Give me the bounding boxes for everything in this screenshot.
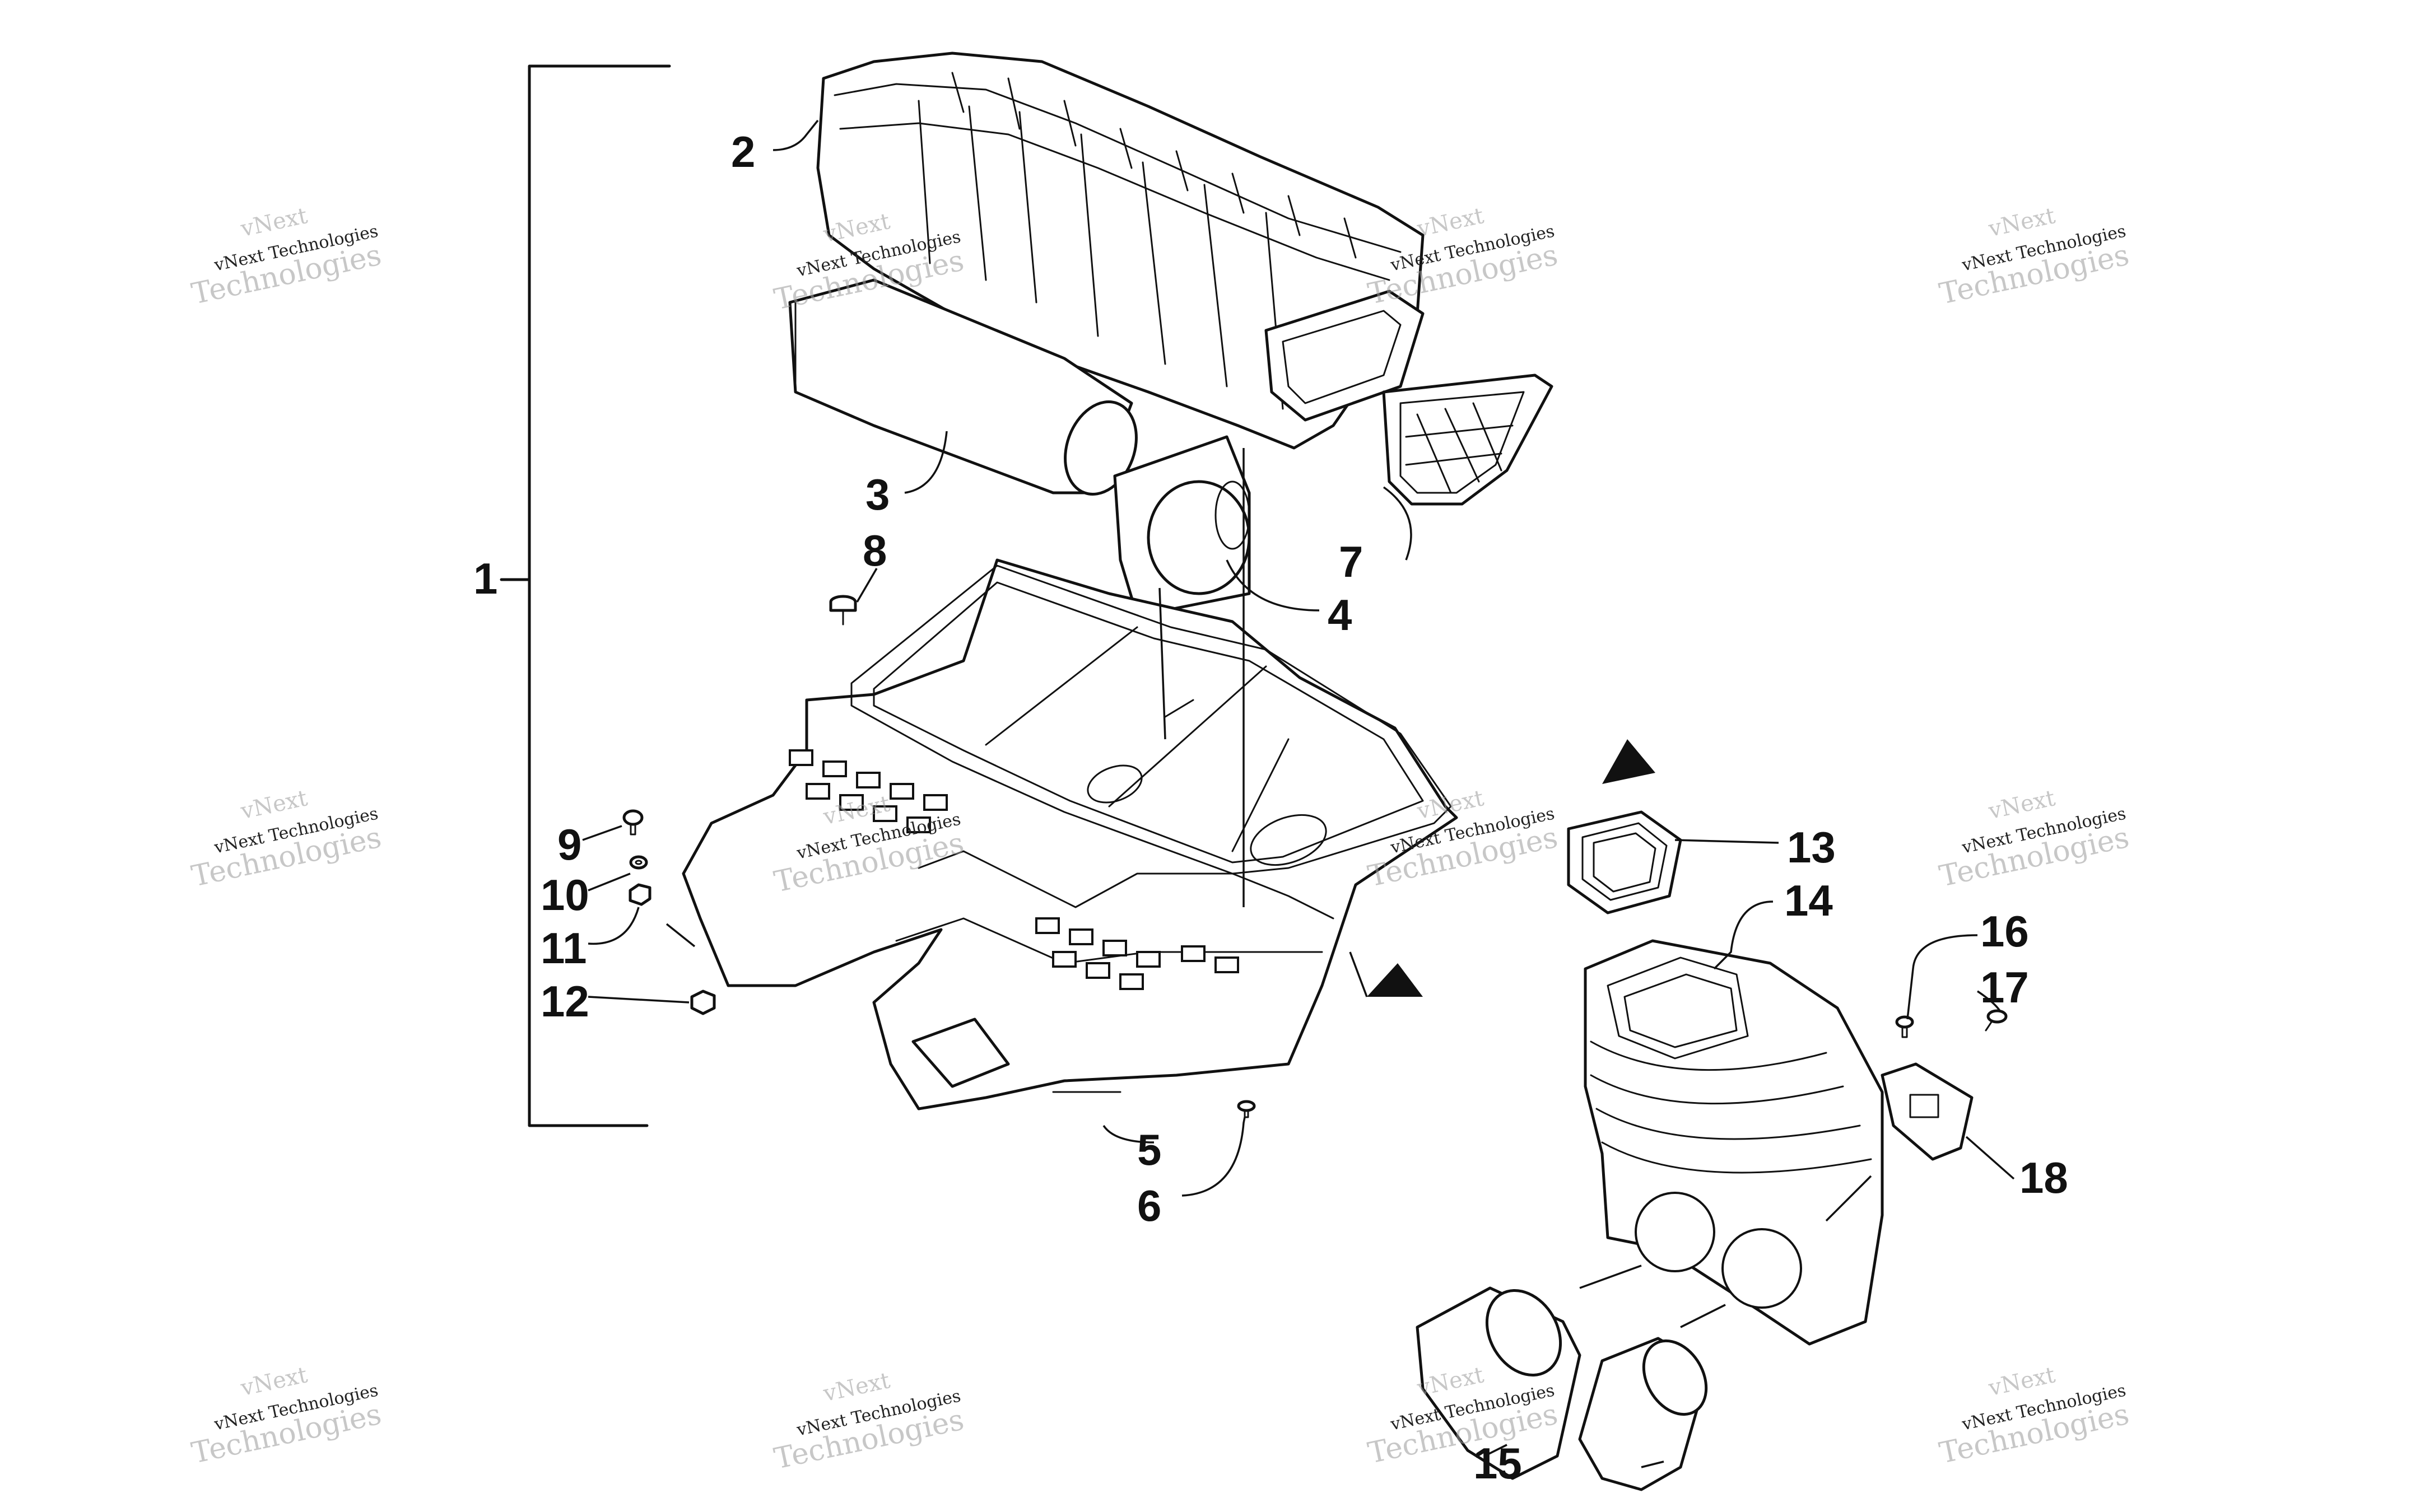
housing-vent-slots — [789, 749, 1239, 990]
watermark-10: vNext vNext Technologies Technologies — [771, 1368, 967, 1476]
leader-lines — [582, 119, 2015, 1468]
svg-text:vNext: vNext — [238, 1362, 310, 1401]
svg-text:vNext: vNext — [1986, 203, 2058, 242]
callout-11: 11 — [541, 923, 587, 973]
intake-boot — [1584, 939, 1884, 1346]
callout-8: 8 — [863, 526, 887, 575]
callout-5: 5 — [1137, 1125, 1161, 1174]
direction-arrow-upper — [1602, 739, 1655, 784]
callout-2: 2 — [731, 127, 755, 176]
watermark-12: vNext vNext Technologies Technologies — [1937, 1362, 2132, 1471]
intake-tube-right — [1578, 1337, 1708, 1491]
fastener-16 — [1895, 1015, 1914, 1038]
svg-text:vNext: vNext — [238, 203, 310, 242]
filter-screen — [1382, 374, 1553, 506]
fastener-nut-12 — [690, 990, 716, 1015]
fastener-nut-11 — [629, 883, 651, 906]
svg-text:vNext: vNext — [1986, 785, 2058, 824]
fastener-screw-9 — [622, 809, 644, 836]
callout-9: 9 — [557, 820, 581, 869]
callout-7: 7 — [1339, 537, 1363, 586]
watermark-5: vNext vNext Technologies Technologies — [189, 785, 384, 894]
direction-arrow-lower — [1349, 951, 1423, 997]
callout-15: 15 — [1473, 1439, 1522, 1488]
callout-labels: 1 2 3 4 5 6 7 8 9 10 11 12 13 14 15 16 1… — [473, 127, 2068, 1488]
callout-10: 10 — [541, 870, 589, 920]
bracket-plate-18 — [1881, 1062, 1974, 1161]
svg-text:vNext: vNext — [1986, 1362, 2058, 1401]
callout-14: 14 — [1784, 876, 1833, 925]
intake-duct — [788, 278, 1138, 496]
grommet — [829, 595, 857, 626]
intake-tube-left — [1416, 1286, 1581, 1480]
callout-18: 18 — [2019, 1153, 2068, 1202]
callout-16: 16 — [1980, 907, 2029, 956]
watermark-4: vNext vNext Technologies Technologies — [1937, 203, 2132, 311]
intake-seal — [1567, 810, 1682, 914]
watermark-8: vNext vNext Technologies Technologies — [1937, 785, 2132, 894]
watermark-1: vNext vNext Technologies Technologies — [189, 203, 384, 311]
watermark-9: vNext vNext Technologies Technologies — [189, 1362, 384, 1471]
fastener-screw-6 — [1237, 1100, 1256, 1118]
watermark-11: vNext vNext Technologies Technologies — [1365, 1362, 1561, 1471]
callout-4: 4 — [1328, 590, 1352, 640]
callout-13: 13 — [1787, 823, 1836, 872]
air-silencer-housing — [816, 52, 1425, 450]
callout-3: 3 — [865, 470, 890, 519]
lower-housing — [682, 558, 1458, 1110]
svg-text:vNext: vNext — [821, 1368, 892, 1407]
callout-1: 1 — [473, 554, 497, 603]
callout-12: 12 — [541, 977, 589, 1026]
callout-6: 6 — [1137, 1181, 1161, 1230]
callout-17: 17 — [1980, 963, 2029, 1012]
fastener-17 — [1985, 1009, 2008, 1032]
assembly-bracket — [500, 64, 671, 1127]
fastener-washer-10 — [629, 855, 648, 870]
svg-text:vNext: vNext — [238, 785, 310, 824]
duct-coupler — [1113, 435, 1251, 618]
svg-text:vNext: vNext — [1414, 203, 1486, 242]
